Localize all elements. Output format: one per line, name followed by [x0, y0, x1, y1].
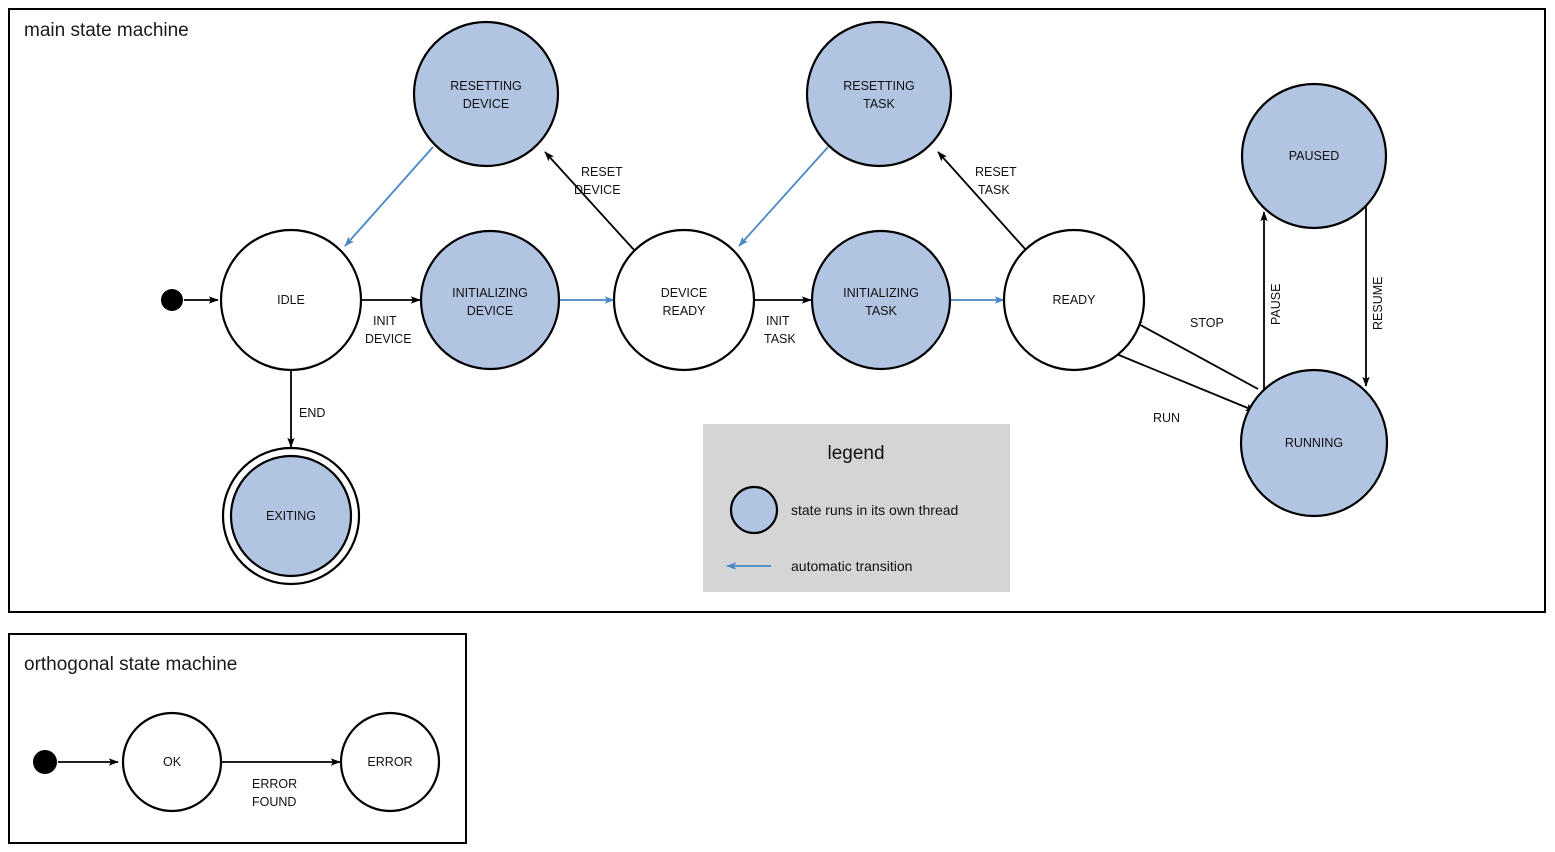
orthogonal-state-machine-frame: orthogonal state machine ERROR FOUND OK …	[8, 633, 467, 844]
state-ready-label: READY	[1052, 293, 1096, 307]
transition-label-run: RUN	[1153, 411, 1180, 425]
state-ok[interactable]: OK	[121, 711, 223, 813]
transition-ok-to-error[interactable]: ERROR FOUND	[221, 758, 341, 809]
transition-resetting-task-to-device-ready-line	[738, 146, 829, 247]
state-initializing-device-label-line1: INITIALIZING	[452, 286, 528, 300]
transition-label-stop: STOP	[1190, 316, 1224, 330]
state-running-circle	[1239, 368, 1389, 518]
state-idle-circle	[219, 228, 363, 372]
state-initializing-device[interactable]: INITIALIZING DEVICE	[419, 229, 561, 371]
state-ok-circle	[121, 711, 223, 813]
transition-idle-to-exiting[interactable]: END	[287, 370, 325, 448]
transition-device-ready-to-resetting-device-line	[544, 151, 636, 252]
state-resetting-device-label-line1: RESETTING	[450, 79, 522, 93]
transition-label-error-found-line1: ERROR	[252, 777, 297, 791]
state-initializing-device-circle	[419, 229, 561, 371]
transition-label-error-found-line2: FOUND	[252, 795, 296, 809]
state-resetting-device-label-line2: DEVICE	[463, 97, 510, 111]
transition-device-ready-to-resetting-device[interactable]: RESET DEVICE	[544, 151, 636, 252]
state-device-ready-circle	[612, 228, 756, 372]
state-ready[interactable]: READY	[1002, 228, 1146, 372]
transition-label-pause: PAUSE	[1269, 284, 1283, 325]
transition-resetting-device-to-idle-line	[344, 146, 434, 247]
transition-running-to-ready-line	[1132, 320, 1259, 390]
state-resetting-device[interactable]: RESETTING DEVICE	[412, 20, 560, 168]
transition-label-reset-task-line2: TASK	[978, 183, 1010, 197]
transition-label-init-task-line1: INIT	[766, 314, 790, 328]
state-ready-circle	[1002, 228, 1146, 372]
transition-ready-to-resetting-task[interactable]: RESET TASK	[937, 151, 1027, 251]
transition-label-reset-device-line1: RESET	[581, 165, 623, 179]
main-states-layer: IDLE INITIALIZING DEVICE RESETTING DEVIC…	[161, 20, 1389, 586]
transition-running-to-paused[interactable]: PAUSE	[1260, 211, 1283, 392]
transition-label-init-device-line2: DEVICE	[365, 332, 412, 346]
transition-label-end: END	[299, 406, 325, 420]
state-device-ready-label-line2: READY	[662, 304, 706, 318]
legend-title: legend	[827, 443, 884, 464]
legend-thread-state-text: state runs in its own thread	[791, 502, 958, 518]
state-resetting-device-circle	[412, 20, 560, 168]
state-running-label: RUNNING	[1285, 436, 1343, 450]
state-running[interactable]: RUNNING	[1239, 368, 1389, 518]
transition-ready-to-running-line	[1113, 352, 1256, 412]
state-resetting-task-label-line1: RESETTING	[843, 79, 915, 93]
transition-paused-to-running[interactable]: RESUME	[1362, 204, 1385, 387]
transition-device-ready-to-initializing-task[interactable]: INIT TASK	[753, 296, 812, 346]
state-idle[interactable]: IDLE	[219, 228, 363, 372]
state-ok-label: OK	[163, 755, 182, 769]
state-device-ready[interactable]: DEVICE READY	[612, 228, 756, 372]
legend-thread-state-swatch	[729, 485, 779, 535]
state-initializing-task-label-line1: INITIALIZING	[843, 286, 919, 300]
transition-label-init-task-line2: TASK	[764, 332, 796, 346]
main-transitions-layer: INIT DEVICE RESET DEVICE INIT TASK	[184, 146, 1385, 448]
transition-idle-to-initializing-device[interactable]: INIT DEVICE	[362, 296, 421, 346]
state-exiting-circle	[229, 454, 353, 578]
state-exiting[interactable]: EXITING	[221, 446, 361, 586]
state-exiting-label: EXITING	[266, 509, 316, 523]
state-device-ready-label-line1: DEVICE	[661, 286, 708, 300]
legend-auto-transition-text: automatic transition	[791, 558, 912, 574]
initial-state-dot-orthogonal	[33, 750, 57, 774]
legend: legend state runs in its own thread auto…	[703, 424, 1010, 592]
state-exiting-outer-ring	[221, 446, 361, 586]
state-resetting-task-circle	[805, 20, 953, 168]
state-paused[interactable]: PAUSED	[1240, 82, 1388, 230]
transition-label-resume: RESUME	[1371, 277, 1385, 330]
transition-ready-to-resetting-task-line	[937, 151, 1027, 251]
orthogonal-frame-title: orthogonal state machine	[24, 654, 237, 675]
legend-item-thread-state: state runs in its own thread	[729, 485, 958, 535]
state-initializing-task[interactable]: INITIALIZING TASK	[810, 229, 952, 371]
transition-ready-to-running[interactable]: RUN	[1113, 352, 1256, 425]
transition-label-init-device-line1: INIT	[373, 314, 397, 328]
main-frame-title: main state machine	[24, 20, 189, 41]
state-paused-label: PAUSED	[1289, 149, 1339, 163]
state-error-circle	[339, 711, 441, 813]
state-resetting-task[interactable]: RESETTING TASK	[805, 20, 953, 168]
state-initializing-task-circle	[810, 229, 952, 371]
transition-resetting-task-to-device-ready[interactable]	[738, 146, 829, 247]
state-initializing-device-label-line2: DEVICE	[467, 304, 514, 318]
legend-item-auto-transition: automatic transition	[726, 558, 912, 574]
transition-resetting-device-to-idle[interactable]	[344, 146, 434, 247]
transition-running-to-ready[interactable]: STOP	[1132, 316, 1259, 390]
state-idle-label: IDLE	[277, 293, 305, 307]
transition-label-reset-task-line1: RESET	[975, 165, 1017, 179]
orthogonal-states-layer: OK ERROR	[33, 711, 441, 813]
state-paused-circle	[1240, 82, 1388, 230]
state-error-label: ERROR	[367, 755, 412, 769]
state-initializing-task-label-line2: TASK	[865, 304, 897, 318]
state-error[interactable]: ERROR	[339, 711, 441, 813]
initial-state-dot-main	[161, 289, 183, 311]
transition-label-reset-device-line2: DEVICE	[574, 183, 621, 197]
state-resetting-task-label-line2: TASK	[863, 97, 895, 111]
orthogonal-transitions-layer: ERROR FOUND	[58, 758, 341, 809]
